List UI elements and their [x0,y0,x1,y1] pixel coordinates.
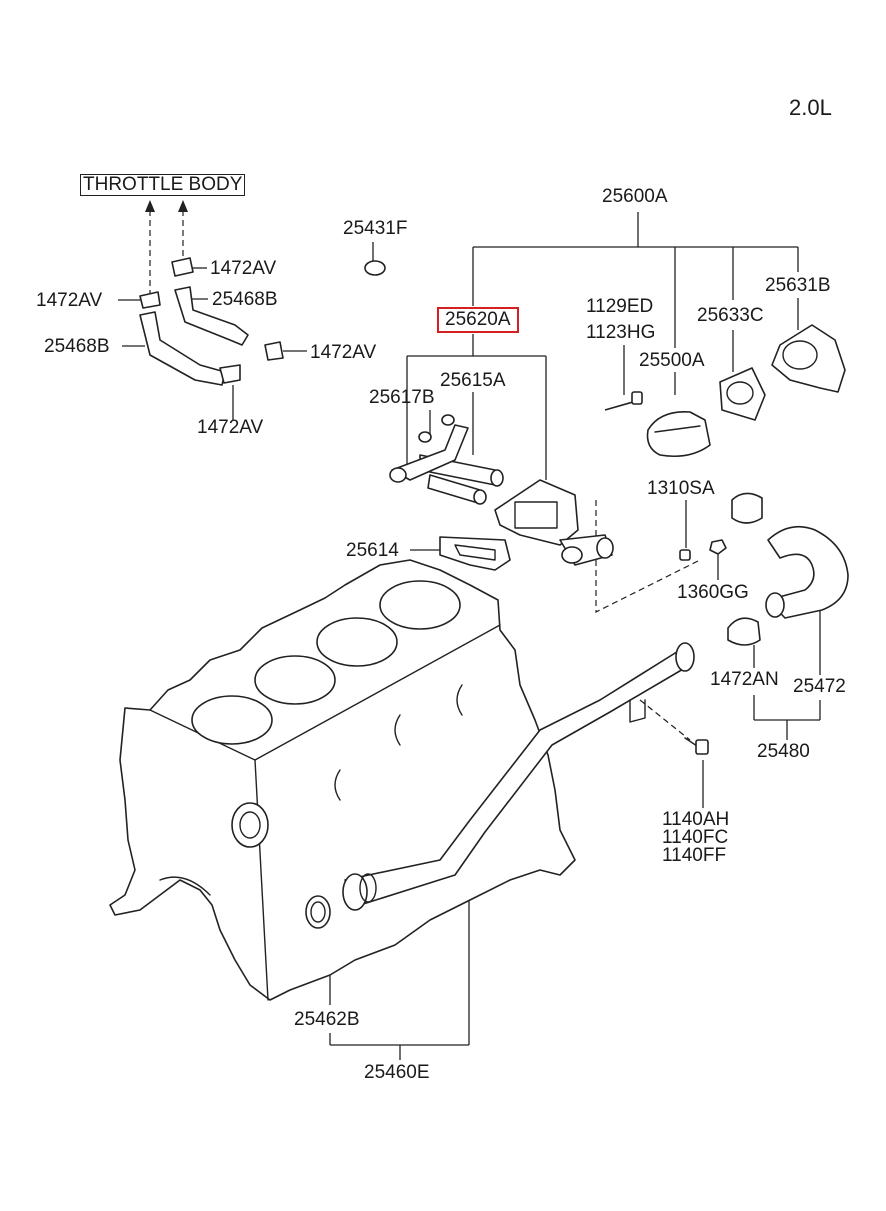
part-label-1140AH[interactable]: 1140AH [662,809,730,830]
part-label-25500A[interactable]: 25500A [639,350,705,371]
part-label-25614[interactable]: 25614 [346,540,399,561]
part-label-25462B[interactable]: 25462B [294,1009,360,1030]
throttle-body-reference[interactable]: THROTTLE BODY [80,174,246,196]
throttle-hoses-drawing [139,257,386,386]
part-label-25472[interactable]: 25472 [793,676,846,697]
part-label-1472AV-top[interactable]: 1472AV [210,258,277,279]
part-label-25460E[interactable]: 25460E [364,1062,430,1083]
bolt-1140-drawing [684,737,709,755]
dashed-guides [149,210,701,741]
part-label-1360GG[interactable]: 1360GG [677,582,749,603]
leader-lines [118,212,821,1060]
part-label-25480[interactable]: 25480 [757,741,810,762]
bolt-1310-drawing [679,539,727,561]
throttle-arrows [145,200,188,212]
part-label-1472AV-mid[interactable]: 1472AV [310,342,377,363]
hose-25472-drawing [727,492,849,646]
part-label-1472AV-bottom[interactable]: 1472AV [197,417,264,438]
part-label-25631B[interactable]: 25631B [765,275,831,296]
part-label-1140FC[interactable]: 1140FC [662,827,729,848]
part-label-1140FF[interactable]: 1140FF [662,845,727,866]
part-label-1123HG[interactable]: 1123HG [586,322,656,343]
part-label-1472AV-left[interactable]: 1472AV [36,290,103,311]
part-label-25600A[interactable]: 25600A [602,186,668,207]
thermostat-assembly-drawing [389,414,614,571]
part-label-25468B-left[interactable]: 25468B [44,336,110,357]
part-label-25633C[interactable]: 25633C [697,305,764,326]
part-label-25617B[interactable]: 25617B [369,387,435,408]
engine-block-drawing [109,559,576,1001]
part-label-25468B-right[interactable]: 25468B [212,289,278,310]
engine-spec-label: 2.0L [789,95,832,120]
part-label-1310SA[interactable]: 1310SA [647,478,715,499]
part-label-1472AN[interactable]: 1472AN [710,669,779,690]
water-pipe-drawing [305,642,695,929]
part-label-25620A-highlighted[interactable]: 25620A [437,307,519,333]
part-label-1129ED[interactable]: 1129ED [586,296,654,317]
part-label-25615A[interactable]: 25615A [440,370,506,391]
thermostat-parts-drawing [604,324,846,458]
part-label-25431F[interactable]: 25431F [343,218,408,239]
